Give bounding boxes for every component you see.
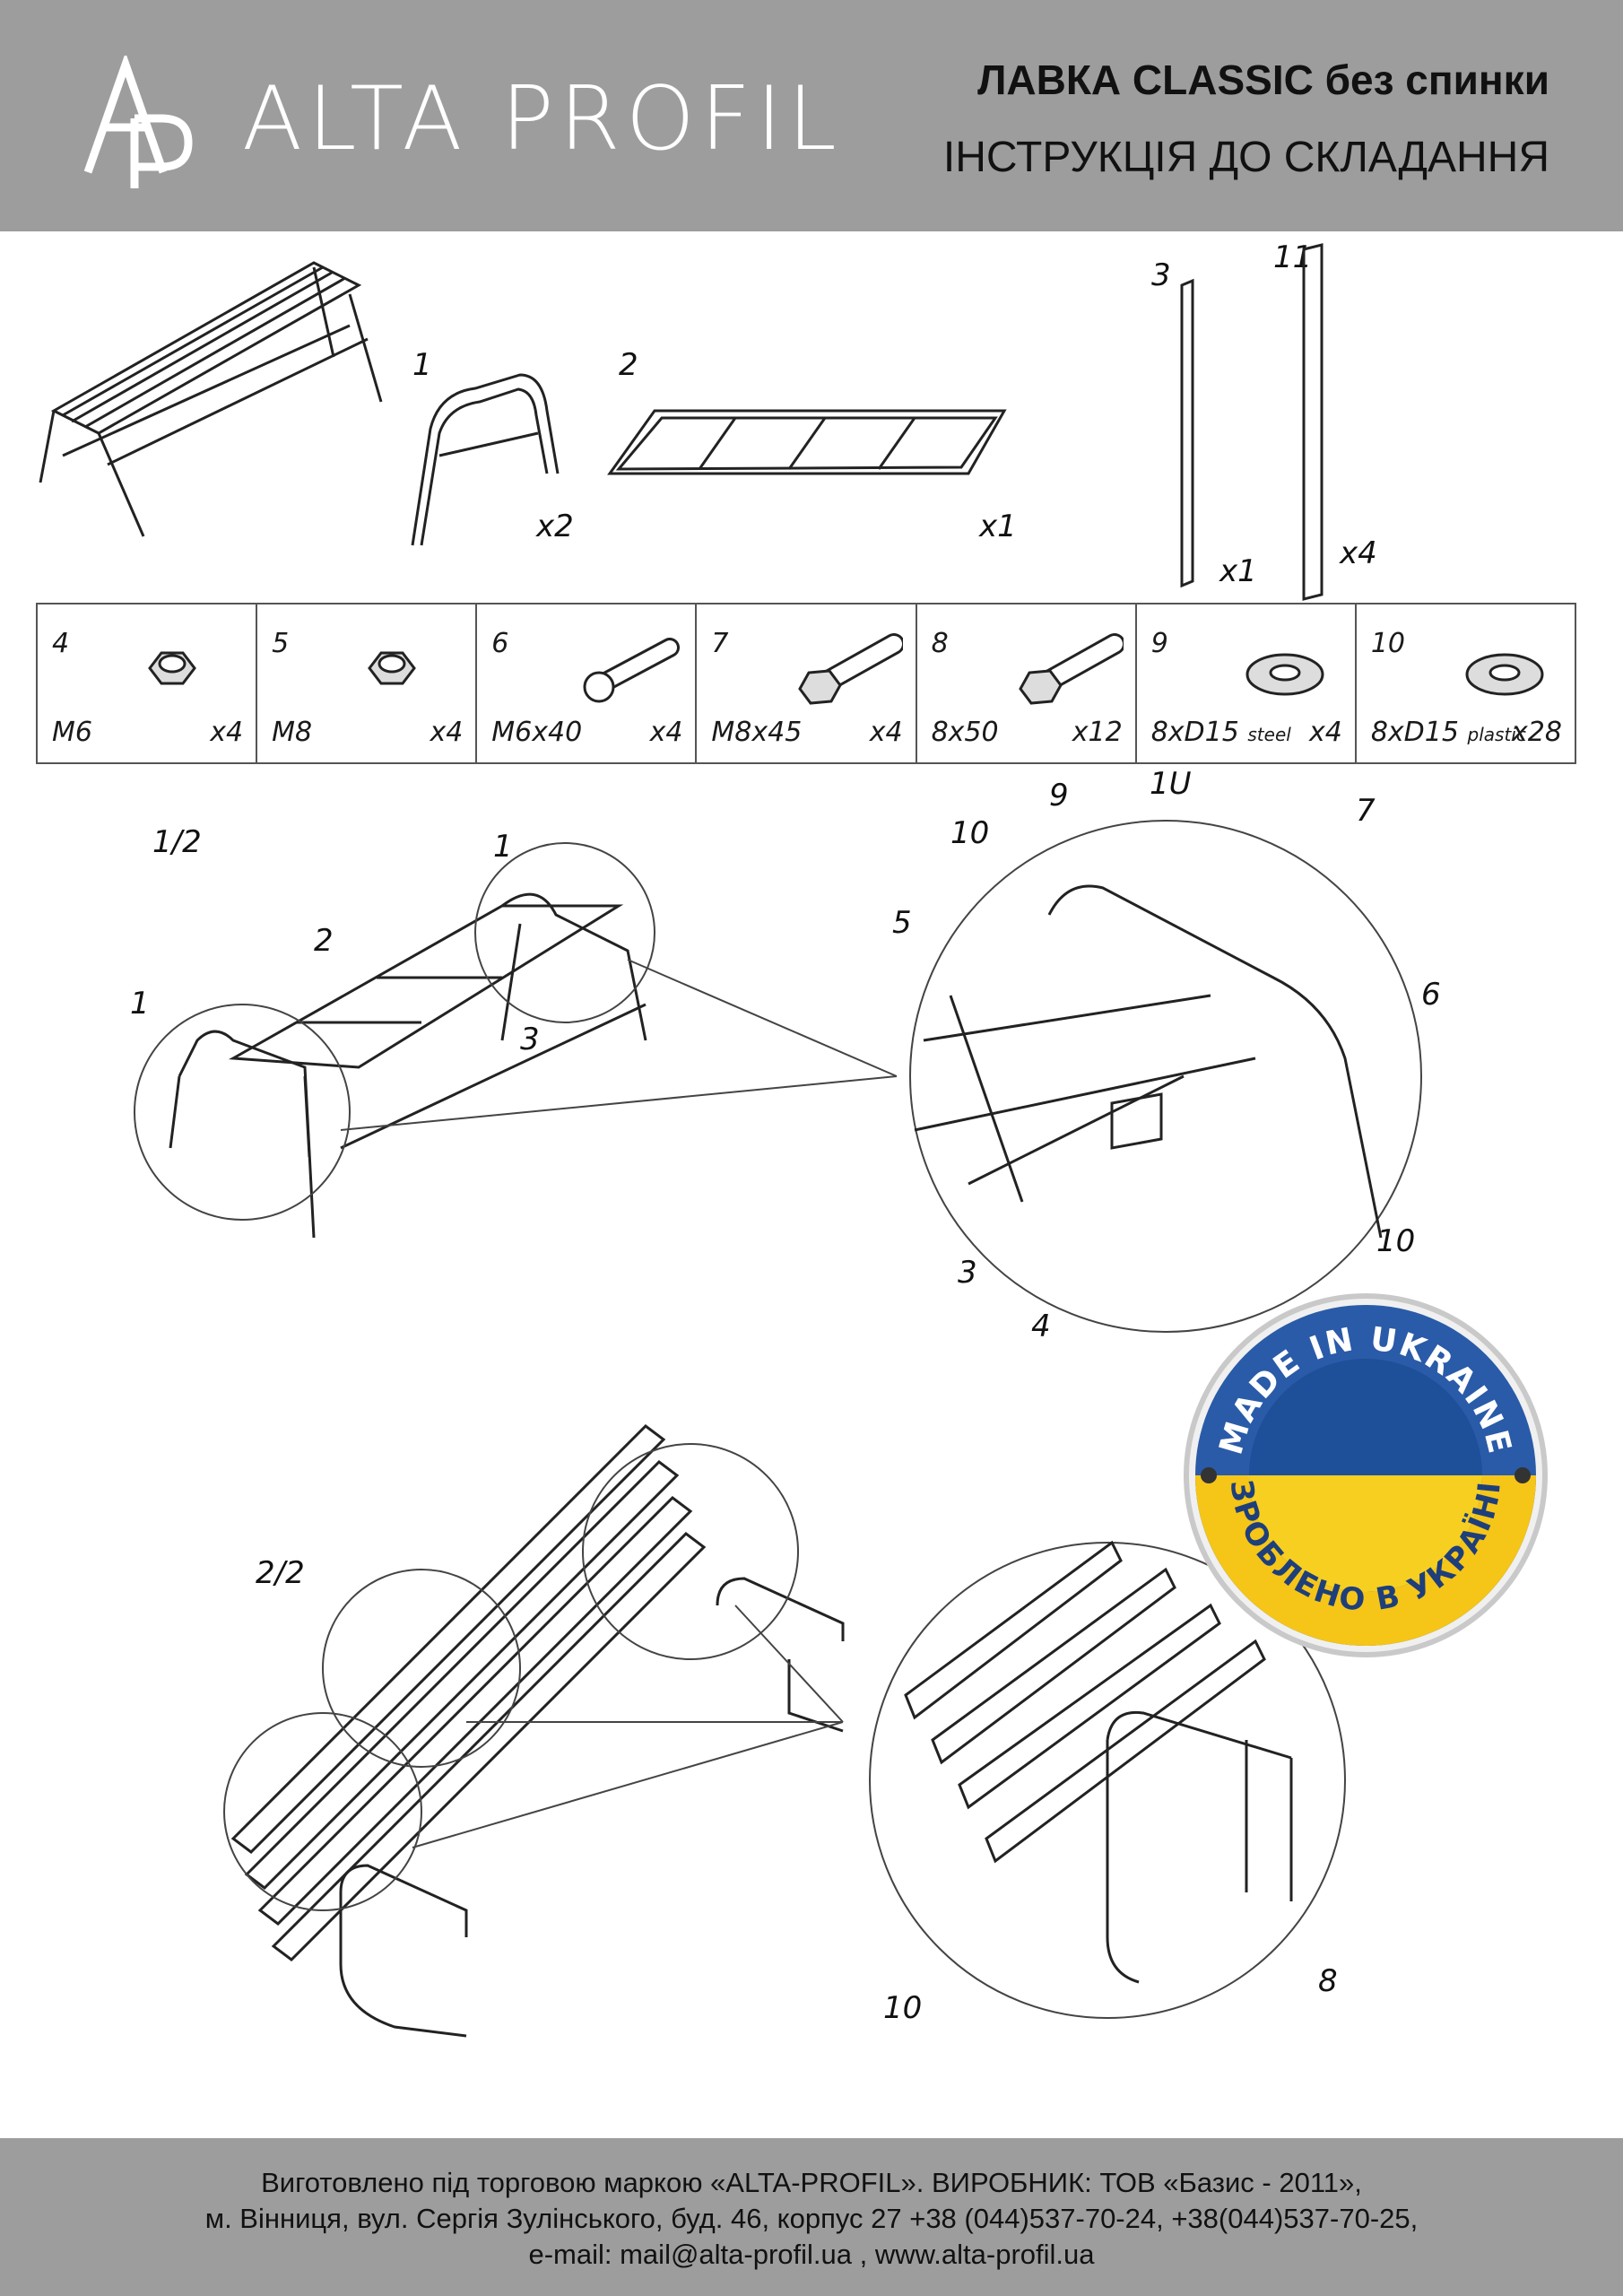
part-2-frame-drawing [607,409,1007,475]
part-3-bar-drawing [1180,278,1194,588]
detail-1-drawing [914,884,1383,1239]
assembled-bench-drawing [39,261,383,537]
part-num-1: 1 [412,347,432,383]
part-qty-11: x4 [1339,535,1377,571]
hardware-number: 9 [1150,628,1168,659]
hardware-size: M6 [52,717,92,748]
detail-circle-large-2 [869,1542,1346,2019]
detail-2-drawing [904,1540,1293,1984]
step-2-label: 2/2 [256,1555,305,1591]
callout-1b: 1 [493,829,513,865]
footer-line-2: м. Вінниця, вул. Сергія Зулінського, буд… [204,2203,1419,2234]
product-title: ЛАВКА CLASSIC без спинки [977,57,1549,103]
hardware-quantity: x4 [869,717,903,748]
hardware-quantity: x12 [1072,717,1123,748]
part-qty-1: x2 [535,509,574,544]
hardware-quantity: x4 [210,717,244,748]
callout-6: 6 [1421,977,1441,1013]
hardware-number: 4 [52,628,70,659]
part-num-3: 3 [1151,257,1171,293]
made-in-ukraine-badge: MADE IN UKRAINE ЗРОБЛЕНО В УКРАЇНІ [1184,1293,1548,1657]
hardware-quantity: x4 [1309,717,1342,748]
hardware-number: 10 [1370,628,1406,659]
callout-1a: 1 [130,986,150,1022]
hardware-number: 7 [711,628,729,659]
hardware-size: M8 [272,717,313,748]
callout-10c: 10 [883,1990,922,2026]
callout-10a: 10 [950,815,989,851]
hardware-size: M6x40 [491,717,583,748]
part-num-2: 2 [619,347,638,383]
header: ALTA PROFIL ЛАВКА CLASSIC без спинки ІНС… [0,0,1623,231]
step-1-frame-drawing [169,892,647,1239]
callout-5: 5 [892,905,912,941]
callout-1u: 1U [1150,771,1192,802]
instruction-subtitle: ІНСТРУКЦІЯ ДО СКЛАДАННЯ [942,134,1549,181]
hardware-number: 6 [491,628,509,659]
callout-9: 9 [1049,778,1069,813]
callout-10b: 10 [1376,1223,1415,1259]
footer-line-1: Виготовлено під торговою маркою «ALTA-PR… [261,2167,1362,2198]
hardware-size: 8x50 [931,717,999,748]
hardware-size: 8xD15 steel [1150,717,1291,748]
hardware-quantity: x28 [1512,717,1562,748]
part-num-11: 11 [1273,239,1312,275]
callout-4: 4 [1031,1309,1051,1344]
footer-line-3: e-mail: mail@alta-profil.ua , www.alta-p… [528,2239,1095,2270]
callout-8: 8 [1318,1963,1338,1999]
hardware-item-9: 9 8xD15 steel x4 [1137,604,1357,762]
callout-3: 3 [520,1022,540,1057]
hardware-quantity: x4 [649,717,683,748]
hardware-item-8: 8 8x50 x12 [917,604,1137,762]
part-qty-3: x1 [1219,553,1257,589]
alta-profil-logo-icon [83,56,193,188]
step-1-label: 1/2 [152,824,202,860]
part-1-frame-drawing [411,373,560,546]
hardware-number: 5 [272,628,290,659]
part-11-slat-drawing [1302,243,1324,601]
part-qty-2: x1 [978,509,1017,544]
footer: Виготовлено під торговою маркою «ALTA-PR… [0,2138,1623,2296]
callout-7: 7 [1356,793,1376,829]
detail-circle-large-1 [909,820,1422,1333]
callout-3b: 3 [958,1255,977,1291]
assembly-drawings: 1/2 1 1 2 3 9 1U 7 10 5 6 10 3 4 2/2 [130,771,1441,2038]
brand-name: ALTA PROFIL [242,68,842,170]
callout-2: 2 [314,923,334,959]
detail-circle-right [474,842,655,1023]
parts-overview: 1 x2 2 x1 3 x1 11 x4 [39,239,1377,601]
hardware-number: 8 [931,628,949,659]
hardware-quantity: x4 [430,717,464,748]
step-2-bench-drawing [230,1424,845,2038]
detail-circle-left [134,1004,351,1221]
hardware-size: 8xD15 plastic [1370,717,1526,748]
hardware-size: M8x45 [711,717,803,748]
